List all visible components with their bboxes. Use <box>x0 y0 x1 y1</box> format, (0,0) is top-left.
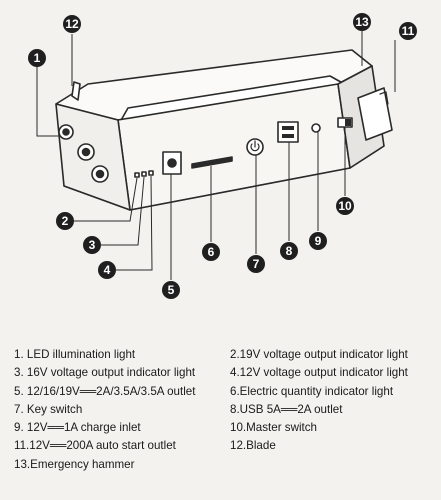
callouts: 1 2 3 4 5 6 7 8 9 10 11 12 13 <box>28 13 417 299</box>
leader-3 <box>101 176 145 246</box>
indicator-12v <box>148 170 154 176</box>
led-light-lens <box>62 128 70 136</box>
leader-2 <box>74 177 138 222</box>
usb-port-1 <box>282 126 294 130</box>
callout-1-number: 1 <box>34 51 41 65</box>
master-switch-rocker <box>345 119 351 126</box>
blade <box>71 81 81 101</box>
legend-row: 1. LED illumination light 2.19V voltage … <box>14 346 434 364</box>
callout-2-number: 2 <box>62 214 69 228</box>
callout-1: 1 <box>28 49 46 67</box>
legend-item: 8.USB 5A══2A outlet <box>230 402 343 416</box>
legend-row: 7. Key switch 8.USB 5A══2A outlet <box>14 401 434 419</box>
parts-legend: 1. LED illumination light 2.19V voltage … <box>14 346 434 474</box>
charge-inlet <box>311 123 321 133</box>
callout-9-number: 9 <box>315 234 322 248</box>
callout-5-number: 5 <box>168 283 175 297</box>
callout-6-number: 6 <box>208 245 215 259</box>
callout-2: 2 <box>56 212 74 230</box>
legend-item: 6.Electric quantity indicator light <box>230 384 394 398</box>
callout-13-number: 13 <box>355 15 369 29</box>
callout-10-number: 10 <box>338 199 352 213</box>
callout-13: 13 <box>353 13 371 31</box>
callout-11-number: 11 <box>402 24 415 38</box>
callout-8: 8 <box>280 242 298 260</box>
legend-item: 5. 12/16/19V══2A/3.5A/3.5A outlet <box>14 384 196 398</box>
emergency-hammer <box>357 87 393 141</box>
callout-7: 7 <box>247 255 265 273</box>
legend-row: 5. 12/16/19V══2A/3.5A/3.5A outlet 6.Elec… <box>14 383 434 401</box>
callout-7-number: 7 <box>253 257 260 271</box>
legend-item: 13.Emergency hammer <box>14 457 135 471</box>
callout-11: 11 <box>399 22 417 40</box>
legend-item: 9. 12V══1A charge inlet <box>14 421 141 435</box>
callout-4-number: 4 <box>104 263 111 277</box>
usb-port-2 <box>282 134 294 138</box>
callout-12-number: 12 <box>65 17 79 31</box>
leader-4 <box>116 175 153 271</box>
callout-9: 9 <box>309 232 327 250</box>
indicator-16v <box>141 171 147 177</box>
legend-item: 2.19V voltage output indicator light <box>230 348 408 361</box>
legend-item: 11.12V══200A auto start outlet <box>14 439 176 453</box>
callout-12: 12 <box>63 15 81 33</box>
callout-3: 3 <box>83 236 101 254</box>
legend-item: 4.12V voltage output indicator light <box>230 366 408 380</box>
leader-1 <box>36 66 60 137</box>
jump-starter-device <box>55 49 393 211</box>
quantity-indicator <box>191 156 233 169</box>
usb-outlet <box>277 121 299 143</box>
legend-item: 12.Blade <box>230 439 276 453</box>
callout-5: 5 <box>162 281 180 299</box>
jump-outlet-port-2-core <box>95 169 105 179</box>
legend-item: 3. 16V voltage output indicator light <box>14 366 196 380</box>
legend-row: 13.Emergency hammer <box>14 456 434 474</box>
callout-3-number: 3 <box>89 238 96 252</box>
callout-8-number: 8 <box>286 244 293 258</box>
callout-6: 6 <box>202 243 220 261</box>
legend-row: 9. 12V══1A charge inlet 10.Master switch <box>14 419 434 437</box>
indicator-19v <box>134 172 140 178</box>
legend-item: 7. Key switch <box>14 402 83 416</box>
legend-item: 1. LED illumination light <box>14 348 136 361</box>
device-diagram: 1 2 3 4 5 6 7 8 9 10 11 12 13 <box>28 13 417 299</box>
legend-row: 3. 16V voltage output indicator light 4.… <box>14 364 434 382</box>
callout-10: 10 <box>336 197 354 215</box>
legend-row: 11.12V══200A auto start outlet 12.Blade <box>14 437 434 455</box>
jump-outlet-port-1-core <box>81 147 91 157</box>
legend-item <box>230 456 434 474</box>
callout-4: 4 <box>98 261 116 279</box>
device-bottom-edge <box>63 145 385 211</box>
legend-item: 10.Master switch <box>230 421 317 435</box>
power-icon <box>250 140 260 152</box>
leader-lines <box>36 31 396 280</box>
emergency-hammer-tip <box>379 91 389 105</box>
dc-outlet-pin <box>167 158 177 168</box>
